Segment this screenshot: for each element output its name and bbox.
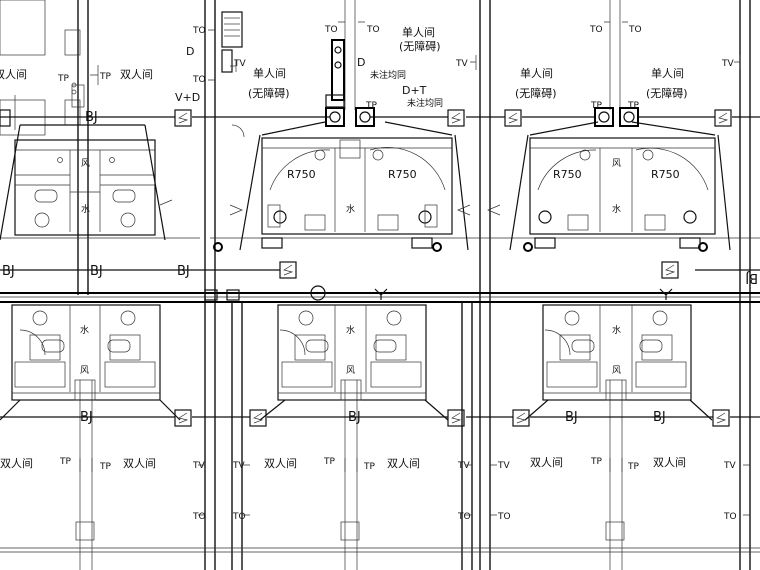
- room-single-3: 单人间: [520, 67, 553, 80]
- tp-6: TP: [59, 457, 71, 467]
- tp-10: TP: [590, 457, 602, 467]
- label-water: 水: [81, 203, 90, 215]
- label-wind-br: 风: [612, 365, 621, 376]
- bathroom-bottom-right: 水 风: [524, 304, 713, 421]
- bj-labels: BJ BJ BJ BJ BJ BJ BJ BJ BJ: [2, 110, 758, 425]
- bj-label-mid-1: BJ: [2, 264, 15, 279]
- bj-label-bottom-1: BJ: [80, 410, 93, 425]
- room-accessible-4: (无障碍): [646, 86, 688, 100]
- door-swings: [19, 124, 571, 356]
- label-wind-bm: 风: [346, 365, 355, 376]
- label-v-d: V+D: [175, 91, 200, 104]
- to-3: TO: [324, 25, 338, 35]
- bathroom-top-left: 风 水: [0, 0, 166, 241]
- label-d-2: D: [357, 56, 365, 69]
- tv-4: TV: [192, 461, 205, 471]
- tp-1: TP: [57, 74, 69, 84]
- room-single-2: 单人间: [402, 26, 435, 39]
- junction-nodes: [204, 11, 708, 301]
- bathroom-top-right: R750 R750 水 风: [509, 121, 731, 251]
- radius-label-right: R750: [388, 168, 417, 181]
- switch-boxes: [0, 109, 732, 427]
- to-9: TO: [457, 512, 471, 522]
- label-d-t: D+T: [402, 84, 427, 97]
- tv-8: TV: [723, 461, 736, 471]
- room-single-4: 单人间: [651, 67, 684, 80]
- room-accessible-3: (无障碍): [515, 86, 557, 100]
- tp-4: TP: [590, 101, 602, 111]
- label-water-middle: 水: [346, 203, 355, 215]
- label-wind: 风: [81, 158, 90, 169]
- bathroom-bottom-middle: 水 风: [259, 304, 449, 421]
- room-single-1: 单人间: [253, 67, 286, 80]
- tp-3: TP: [365, 101, 377, 111]
- label-water-right: 水: [612, 203, 621, 215]
- label-same-1: 未注均同: [370, 69, 406, 81]
- room-labels: 双人间 双人间 单人间 (无障碍) 单人间 (无障碍) 单人间 (无障碍) 单人…: [0, 26, 688, 470]
- tv-3: TV: [721, 59, 734, 69]
- label-water-bm: 水: [346, 324, 355, 336]
- room-double-b2: 双人间: [123, 457, 156, 470]
- label-same-2: 未注均同: [407, 97, 443, 109]
- room-double-b5: 双人间: [530, 456, 563, 469]
- room-double-b4: 双人间: [387, 457, 420, 470]
- label-water-bl: 水: [80, 324, 89, 336]
- to-6: TO: [628, 25, 642, 35]
- tp-11: TP: [627, 462, 639, 472]
- bj-cable-runs: [0, 116, 760, 418]
- tp-9: TP: [363, 462, 375, 472]
- bj-label-mid-right: BJ: [745, 270, 758, 285]
- to-5: TO: [589, 25, 603, 35]
- room-accessible-2: (无障碍): [399, 39, 441, 53]
- tp-8: TP: [323, 457, 335, 467]
- bj-label-bottom-2: BJ: [348, 410, 361, 425]
- tv-6: TV: [457, 461, 470, 471]
- bj-label-top-left: BJ: [85, 110, 98, 125]
- label-wind-right: 风: [612, 158, 621, 169]
- room-accessible-1: (无障碍): [248, 86, 290, 100]
- radius-label-left-2: R750: [553, 168, 582, 181]
- tp-2: TP: [99, 72, 111, 82]
- label-water-br: 水: [612, 324, 621, 336]
- room-double-b3: 双人间: [264, 457, 297, 470]
- annotation-labels: D V+D D 未注均同 D+T 未注均同: [175, 45, 443, 109]
- tp-5: TP: [627, 101, 639, 111]
- to-7: TO: [192, 512, 206, 522]
- tv-7: TV: [497, 461, 510, 471]
- room-double-b1: 双人间: [0, 457, 33, 470]
- room-double-tl-b: 双人间: [120, 68, 153, 81]
- outlet-ticks: [75, 21, 750, 541]
- bathroom-bottom-left: 水 风: [0, 304, 181, 421]
- bj-label-bottom-3: BJ: [565, 410, 578, 425]
- label-wind-bl: 风: [80, 365, 89, 376]
- to-2: TO: [192, 75, 206, 85]
- to-10: TO: [497, 512, 511, 522]
- room-double-tl-a: 双人间: [0, 68, 27, 81]
- bj-label-mid-2: BJ: [90, 264, 103, 279]
- bathroom-top-middle: R750 R750 水: [239, 121, 469, 251]
- bj-label-mid-3: BJ: [177, 264, 190, 279]
- to-11: TO: [723, 512, 737, 522]
- tv-5: TV: [232, 461, 245, 471]
- tv-1: TV: [233, 59, 246, 69]
- to-1: TO: [192, 26, 206, 36]
- radius-label-left: R750: [287, 168, 316, 181]
- to-8: TO: [232, 512, 246, 522]
- bj-label-bottom-4: BJ: [653, 410, 666, 425]
- to-4: TO: [366, 25, 380, 35]
- tv-2: TV: [455, 59, 468, 69]
- radius-label-right-2: R750: [651, 168, 680, 181]
- tp-7: TP: [99, 462, 111, 472]
- outlet-labels: TP TP TP TP TP TP TP TP TP TP TP TO TO T…: [57, 25, 737, 522]
- room-double-b6: 双人间: [653, 456, 686, 469]
- label-d-1: D: [186, 45, 194, 58]
